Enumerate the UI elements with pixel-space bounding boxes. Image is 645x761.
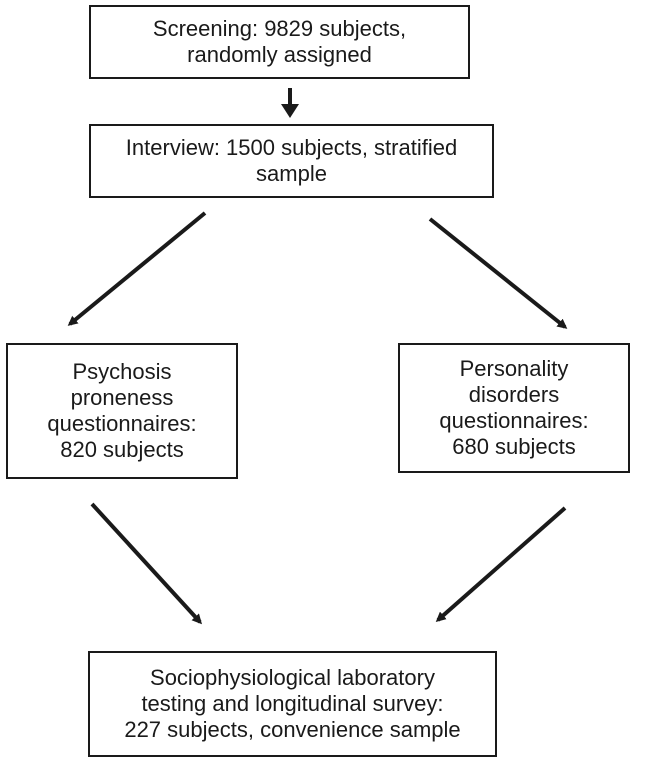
psychosis-proneness-box: Psychosis proneness questionnaires: 820 … [6,343,238,479]
arrow-psychosis-to-lab [90,502,203,625]
personality-disorders-box: Personality disorders questionnaires: 68… [398,343,630,473]
arrow-interview-to-personality [428,217,568,329]
laboratory-testing-label: Sociophysiological laboratory testing an… [124,665,461,742]
arrow-personality-to-lab [435,506,567,622]
interview-label: Interview: 1500 subjects, stratified sam… [125,135,458,186]
screening-label: Screening: 9829 subjects, randomly assig… [152,16,407,67]
arrow-screening-to-interview [281,88,299,118]
screening-box: Screening: 9829 subjects, randomly assig… [89,5,470,79]
arrow-interview-to-psychosis [67,211,207,326]
laboratory-testing-box: Sociophysiological laboratory testing an… [88,651,497,757]
interview-box: Interview: 1500 subjects, stratified sam… [89,124,494,198]
psychosis-proneness-label: Psychosis proneness questionnaires: 820 … [47,359,197,462]
personality-disorders-label: Personality disorders questionnaires: 68… [439,356,589,459]
